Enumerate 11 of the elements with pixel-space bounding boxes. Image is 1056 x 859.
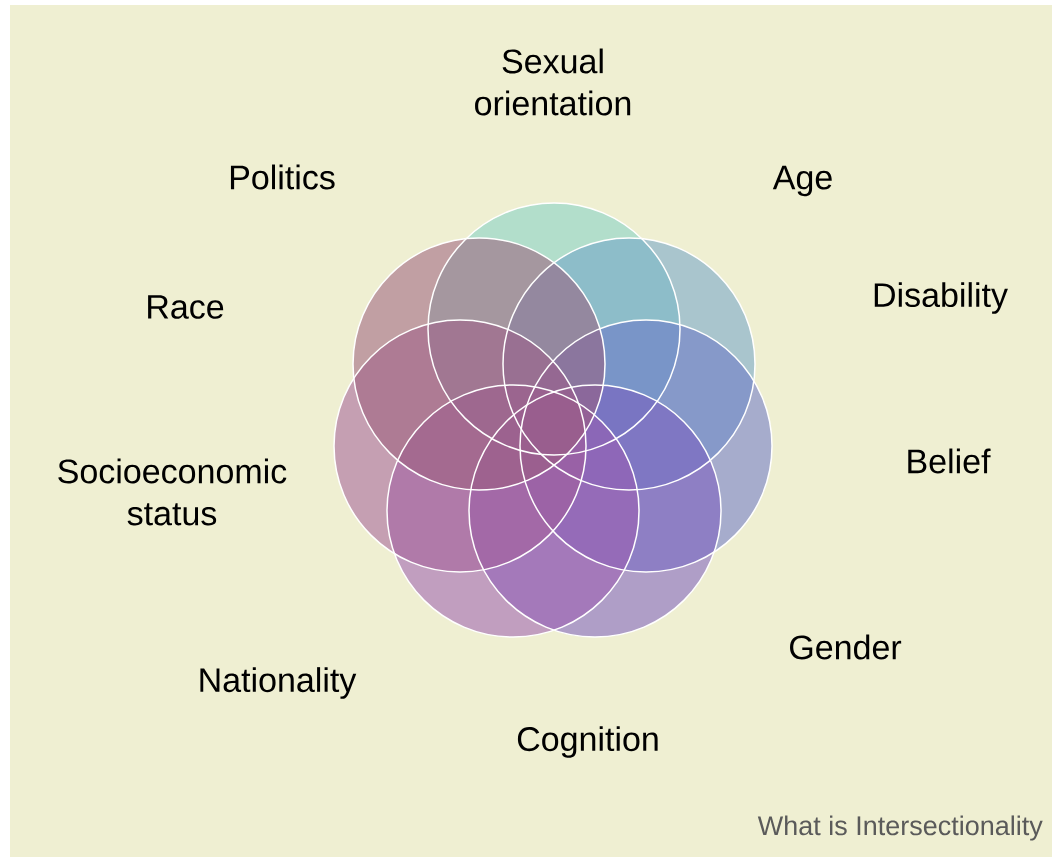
category-label: Sexual orientation bbox=[475, 48, 631, 116]
category-label: Politics bbox=[230, 164, 335, 190]
category-label: Nationality bbox=[200, 667, 357, 699]
caption: What is Intersectionality bbox=[757, 815, 1043, 841]
category-label: Socioeconomic status bbox=[58, 458, 287, 526]
category-label: Gender bbox=[790, 634, 902, 660]
category-label: Age bbox=[772, 165, 832, 197]
category-label: Race bbox=[148, 295, 224, 319]
category-label: Cognition bbox=[517, 726, 658, 758]
category-label: Disability bbox=[874, 282, 1008, 314]
category-label: Belief bbox=[908, 448, 991, 474]
